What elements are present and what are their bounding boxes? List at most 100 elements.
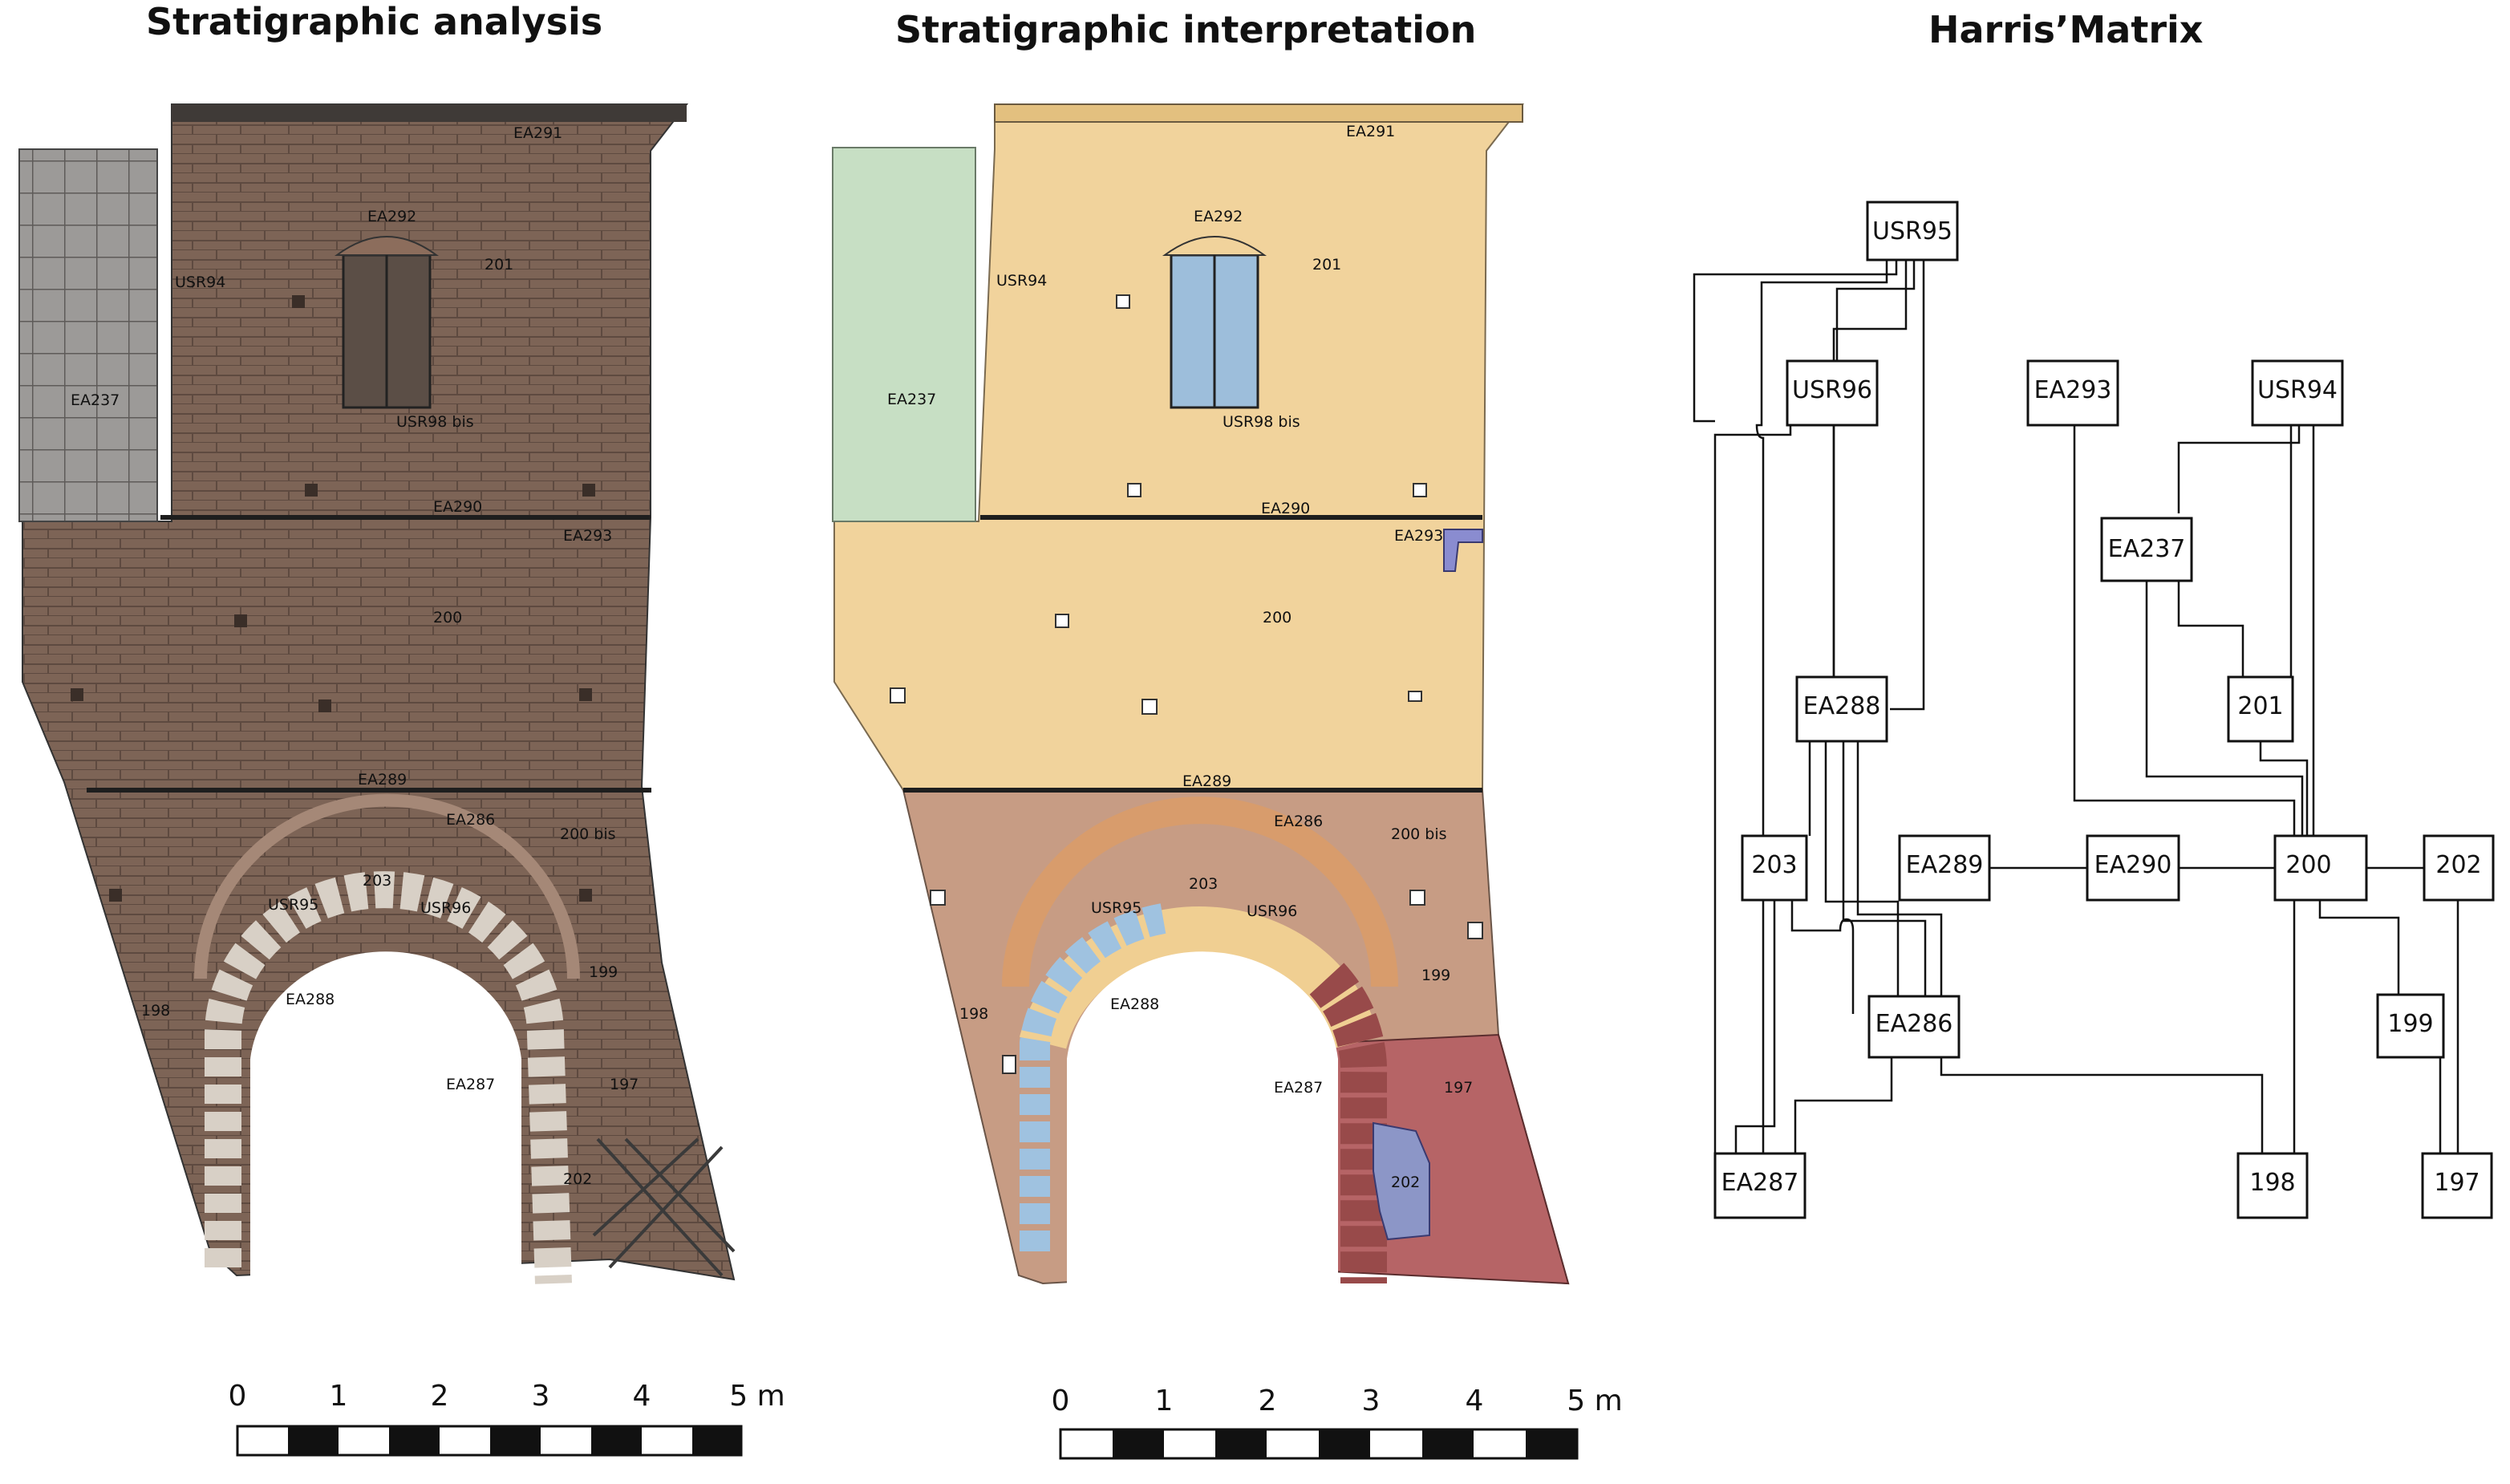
interp-label-200bis: 200 bis <box>1391 825 1447 843</box>
interp-label-ea290: EA290 <box>1261 500 1310 517</box>
interp-label-ea289: EA289 <box>1182 772 1231 790</box>
interp-window-lintel <box>1162 236 1267 256</box>
matrix-node-202: 202 <box>2423 834 2495 902</box>
scale-analysis-tick-5: 5 m <box>729 1380 785 1413</box>
analysis-label-202: 202 <box>563 1170 592 1188</box>
interp-arch-ea287-red <box>1309 963 1388 1283</box>
svg-text:EA286: EA286 <box>1875 1010 1953 1038</box>
analysis-label-ea237: EA237 <box>71 391 120 409</box>
interp-label-201: 201 <box>1312 256 1341 274</box>
title-stratigraphic-analysis: Stratigraphic analysis <box>146 0 603 43</box>
interp-label-199: 199 <box>1421 967 1450 984</box>
matrix-node-usr94: USR94 <box>2251 359 2344 427</box>
interp-label-usr95: USR95 <box>1091 899 1141 917</box>
analysis-label-ea291: EA291 <box>513 124 562 142</box>
scale-interp-tick-1: 1 <box>1155 1385 1174 1417</box>
interp-arch-opening <box>1067 951 1338 1283</box>
matrix-node-ea293: EA293 <box>2026 359 2119 427</box>
interp-202-purple <box>1373 1121 1430 1241</box>
title-harris-matrix: Harris’Matrix <box>1928 8 2204 51</box>
analysis-label-203: 203 <box>363 872 391 890</box>
svg-text:EA293: EA293 <box>2034 376 2112 404</box>
interp-label-202: 202 <box>1391 1174 1420 1191</box>
analysis-arch-outer <box>194 793 580 979</box>
matrix-node-ea286: EA286 <box>1867 995 1961 1059</box>
interp-arch-blue-voussoirs <box>1020 903 1166 1251</box>
analysis-putlog-holes <box>71 295 595 902</box>
matrix-node-ea288: EA288 <box>1795 675 1888 743</box>
analysis-label-ea292: EA292 <box>367 208 416 225</box>
analysis-label-ea287: EA287 <box>446 1076 495 1093</box>
analysis-label-ea290: EA290 <box>433 498 482 516</box>
matrix-node-ea289: EA289 <box>1898 834 1991 902</box>
interp-cornice <box>994 103 1523 123</box>
matrix-node-200: 200 <box>2273 834 2368 902</box>
matrix-node-usr95: USR95 <box>1866 201 1959 262</box>
interp-label-usr94: USR94 <box>996 272 1047 290</box>
analysis-label-197: 197 <box>610 1076 639 1093</box>
analysis-label-199: 199 <box>589 963 618 981</box>
analysis-label-usr94: USR94 <box>175 274 225 291</box>
analysis-label-200bis: 200 bis <box>560 825 616 843</box>
matrix-node-usr96: USR96 <box>1786 359 1879 427</box>
svg-text:EA290: EA290 <box>2094 851 2172 879</box>
analysis-label-ea288: EA288 <box>286 991 335 1008</box>
svg-text:201: 201 <box>2237 692 2283 720</box>
scale-interp-tick-5: 5 m <box>1567 1385 1622 1417</box>
matrix-node-203: 203 <box>1741 834 1808 902</box>
matrix-node-ea290: EA290 <box>2086 834 2180 902</box>
scale-interp-tick-3: 3 <box>1362 1385 1381 1417</box>
analysis-scaffold <box>592 1137 736 1277</box>
matrix-node-198: 198 <box>2236 1152 2309 1219</box>
svg-text:EA237: EA237 <box>2108 535 2186 563</box>
interp-label-usr96: USR96 <box>1247 902 1297 920</box>
interp-ea237-green <box>832 147 976 522</box>
analysis-arch-opening <box>250 951 521 1283</box>
scale-interp-tick-2: 2 <box>1259 1385 1277 1417</box>
svg-text:200: 200 <box>2285 851 2331 879</box>
matrix-node-197: 197 <box>2421 1152 2493 1219</box>
title-stratigraphic-interpretation: Stratigraphic interpretation <box>895 8 1477 51</box>
interp-201-200-fill <box>833 103 1525 791</box>
interp-label-197: 197 <box>1444 1079 1473 1097</box>
interp-label-ea292: EA292 <box>1194 208 1243 225</box>
analysis-ea237-window-block <box>18 148 158 522</box>
analysis-label-ea289: EA289 <box>358 771 407 789</box>
matrix-node-ea237: EA237 <box>2100 517 2193 582</box>
scale-analysis-tick-3: 3 <box>532 1380 550 1413</box>
analysis-label-usr98bis: USR98 bis <box>396 413 474 431</box>
panel-analysis: EA291 EA292 201 USR94 EA237 USR98 bis EA… <box>18 103 736 1284</box>
analysis-label-201: 201 <box>485 256 513 274</box>
svg-text:EA287: EA287 <box>1721 1169 1799 1197</box>
interp-label-ea288: EA288 <box>1110 995 1159 1013</box>
svg-text:199: 199 <box>2387 1010 2433 1038</box>
svg-text:197: 197 <box>2434 1169 2480 1197</box>
analysis-label-ea293: EA293 <box>563 527 612 545</box>
svg-text:EA288: EA288 <box>1803 692 1881 720</box>
interp-ea293-purple <box>1443 529 1483 572</box>
analysis-facade <box>22 103 736 1281</box>
interp-label-ea237: EA237 <box>887 391 936 408</box>
scale-analysis-tick-2: 2 <box>431 1380 449 1413</box>
interp-arch-outer <box>1002 797 1398 987</box>
analysis-label-200: 200 <box>433 609 462 626</box>
interp-label-ea287: EA287 <box>1274 1079 1323 1097</box>
svg-text:USR96: USR96 <box>1792 376 1872 404</box>
interp-label-usr98bis: USR98 bis <box>1223 413 1300 431</box>
analysis-label-usr95: USR95 <box>268 896 318 914</box>
scale-analysis-tick-1: 1 <box>330 1380 348 1413</box>
interp-label-ea286: EA286 <box>1274 813 1323 830</box>
analysis-window-lintel <box>334 236 440 256</box>
svg-text:202: 202 <box>2435 851 2481 879</box>
analysis-arch-voussoirs <box>205 871 572 1284</box>
matrix-node-201: 201 <box>2227 675 2294 743</box>
svg-text:198: 198 <box>2249 1169 2295 1197</box>
panel-interpretation: EA291 EA292 201 USR94 EA237 USR98 bis EA… <box>832 103 1570 1285</box>
analysis-label-usr96: USR96 <box>420 899 471 917</box>
scale-bar-interpretation: 0 1 2 3 4 5 m <box>1052 1385 1623 1460</box>
scale-analysis-tick-4: 4 <box>633 1380 651 1413</box>
matrix-connectors <box>1693 260 2459 1197</box>
matrix-node-ea287: EA287 <box>1713 1152 1806 1219</box>
interp-label-198: 198 <box>959 1005 988 1023</box>
